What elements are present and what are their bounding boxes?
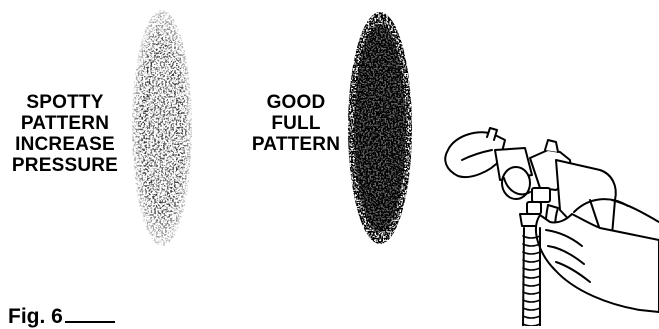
good-label-line-3: PATTERN [246, 134, 346, 155]
spotty-pattern-label: SPOTTY PATTERN INCREASE PRESSURE [6, 92, 124, 176]
spray-gun-in-hand-illustration [445, 128, 659, 326]
good-pattern-label: GOOD FULL PATTERN [246, 92, 346, 155]
figure-caption: Fig. 6 [8, 305, 115, 329]
spotty-label-line-4: PRESSURE [6, 155, 124, 176]
spotty-spray-pattern [132, 10, 192, 246]
good-spray-pattern [348, 12, 412, 244]
good-label-line-2: FULL [246, 113, 346, 134]
spotty-label-line-1: SPOTTY [6, 92, 124, 113]
caption-underline [65, 321, 115, 323]
spotty-label-line-3: INCREASE [6, 134, 124, 155]
figure-caption-text: Fig. 6 [8, 305, 63, 328]
spotty-label-line-2: PATTERN [6, 113, 124, 134]
good-label-line-1: GOOD [246, 92, 346, 113]
